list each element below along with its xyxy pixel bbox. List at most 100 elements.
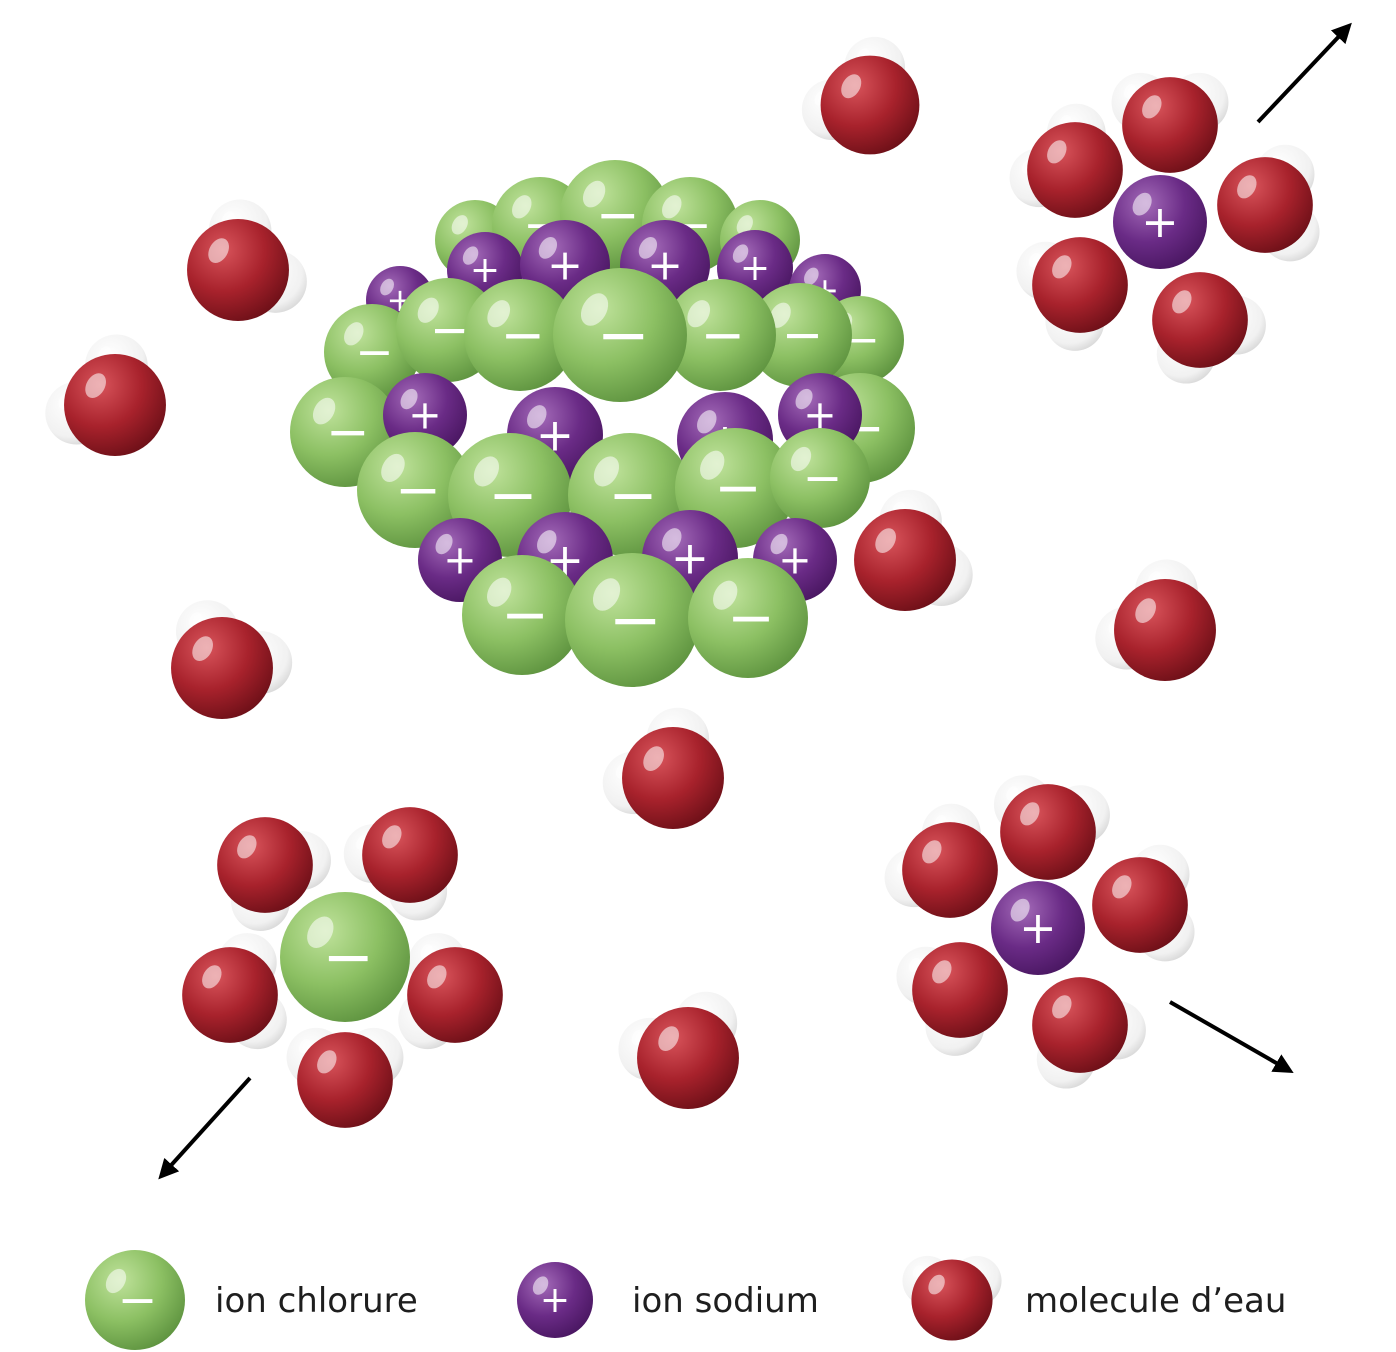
water-molecule xyxy=(1032,977,1146,1089)
oxygen-atom xyxy=(912,942,1008,1038)
hydrated-sodium-ion: + xyxy=(884,775,1195,1089)
chloride-ion: − xyxy=(85,1250,185,1350)
free-water-molecules xyxy=(45,36,1216,1109)
legend: − ion chlorure + ion sodium molecule d’e… xyxy=(85,1250,1286,1350)
water-molecule xyxy=(1111,72,1229,173)
oxygen-atom xyxy=(637,1007,739,1109)
water-molecule xyxy=(182,933,287,1050)
minus-sign: − xyxy=(488,460,537,529)
water-molecule xyxy=(801,36,920,155)
minus-sign: − xyxy=(597,298,650,372)
chloride-ion: − xyxy=(770,428,870,528)
oxygen-atom xyxy=(187,219,289,321)
water-molecule xyxy=(343,807,458,921)
chloride-ion: − xyxy=(565,553,699,687)
minus-sign: − xyxy=(395,458,441,522)
minus-sign: − xyxy=(501,582,549,648)
minus-sign: − xyxy=(609,583,662,657)
legend-sodium-label: ion sodium xyxy=(632,1281,819,1321)
oxygen-atom xyxy=(182,947,278,1043)
water-molecule xyxy=(398,933,503,1050)
chloride-ion: − xyxy=(462,555,582,675)
legend-chloride-label: ion chlorure xyxy=(215,1281,418,1321)
water-molecule xyxy=(854,489,973,611)
minus-sign: − xyxy=(326,403,370,463)
minus-sign: − xyxy=(727,585,775,651)
plus-sign: + xyxy=(470,249,500,291)
water-molecule xyxy=(993,775,1110,880)
minus-sign: − xyxy=(118,1273,158,1328)
oxygen-atom xyxy=(622,727,724,829)
oxygen-atom xyxy=(171,617,273,719)
minus-sign: − xyxy=(782,306,823,364)
oxygen-atom xyxy=(902,822,998,918)
chloride-ion: − xyxy=(464,279,576,391)
chloride-ion: − xyxy=(357,432,473,548)
oxygen-atom xyxy=(297,1032,393,1128)
oxygen-atom xyxy=(854,509,956,611)
oxygen-atom xyxy=(407,947,503,1043)
plus-sign: + xyxy=(443,537,476,583)
water-molecule xyxy=(602,707,724,829)
plus-sign: + xyxy=(1019,902,1056,954)
chloride-ion: − xyxy=(324,304,420,400)
water-molecule xyxy=(286,1027,404,1128)
water-molecule xyxy=(1009,103,1123,218)
water-molecule xyxy=(217,817,331,931)
water-molecule xyxy=(45,334,166,456)
hydrated-ions: ++− xyxy=(182,72,1320,1128)
arrow-icon xyxy=(158,1076,252,1180)
minus-sign: − xyxy=(355,325,393,378)
chloride-ion: − xyxy=(553,268,687,402)
water-molecule xyxy=(1217,144,1320,262)
minus-sign: − xyxy=(701,304,746,366)
legend-water-label: molecule d’eau xyxy=(1025,1281,1286,1321)
water-molecule xyxy=(902,1255,1002,1341)
oxygen-atom xyxy=(1032,237,1128,333)
oxygen-atom xyxy=(1092,857,1188,953)
oxygen-atom xyxy=(820,55,920,155)
oxygen-atom xyxy=(1027,122,1123,218)
legend-water-icon xyxy=(902,1255,1002,1341)
oxygen-atom xyxy=(1122,77,1218,173)
chloride-ion: − xyxy=(280,892,410,1022)
oxygen-atom xyxy=(1152,272,1248,368)
water-molecule xyxy=(171,600,293,719)
hydrated-sodium-ion: + xyxy=(1009,72,1320,384)
water-molecule xyxy=(618,991,739,1109)
oxygen-atom xyxy=(1217,157,1313,253)
hydrated-chloride-ion: − xyxy=(182,807,503,1128)
plus-sign: + xyxy=(540,1279,570,1321)
legend-sodium-icon: + xyxy=(517,1262,593,1338)
legend-chloride-icon: − xyxy=(85,1250,185,1350)
sodium-ion: + xyxy=(517,1262,593,1338)
chloride-ion: − xyxy=(664,279,776,391)
water-molecule xyxy=(1152,272,1266,384)
oxygen-atom xyxy=(362,807,458,903)
minus-sign: − xyxy=(608,460,657,529)
oxygen-atom xyxy=(1000,784,1096,880)
oxygen-atom xyxy=(1114,579,1216,681)
plus-sign: + xyxy=(740,247,770,289)
oxygen-atom xyxy=(1032,977,1128,1073)
chloride-ion: − xyxy=(688,558,808,678)
plus-sign: + xyxy=(408,392,441,438)
oxygen-atom xyxy=(64,354,166,456)
water-molecule xyxy=(1095,559,1216,681)
sodium-ion: + xyxy=(991,881,1085,975)
nacl-crystal: −−−−−++++++−−−−−−−−−++++−−−−−++++−−− xyxy=(290,160,915,687)
chloride-ion: − xyxy=(748,283,852,387)
plus-sign: + xyxy=(547,240,583,290)
motion-arrows xyxy=(158,22,1352,1180)
water-molecule xyxy=(1016,237,1128,351)
water-molecule xyxy=(187,199,307,321)
minus-sign: − xyxy=(714,455,762,521)
arrow-icon xyxy=(1256,22,1352,124)
arrow-icon xyxy=(1169,1000,1294,1073)
water-molecule xyxy=(884,803,998,918)
water-molecule xyxy=(896,942,1008,1056)
oxygen-atom xyxy=(911,1259,993,1341)
oxygen-atom xyxy=(217,817,313,913)
sodium-ion: + xyxy=(1113,175,1207,269)
